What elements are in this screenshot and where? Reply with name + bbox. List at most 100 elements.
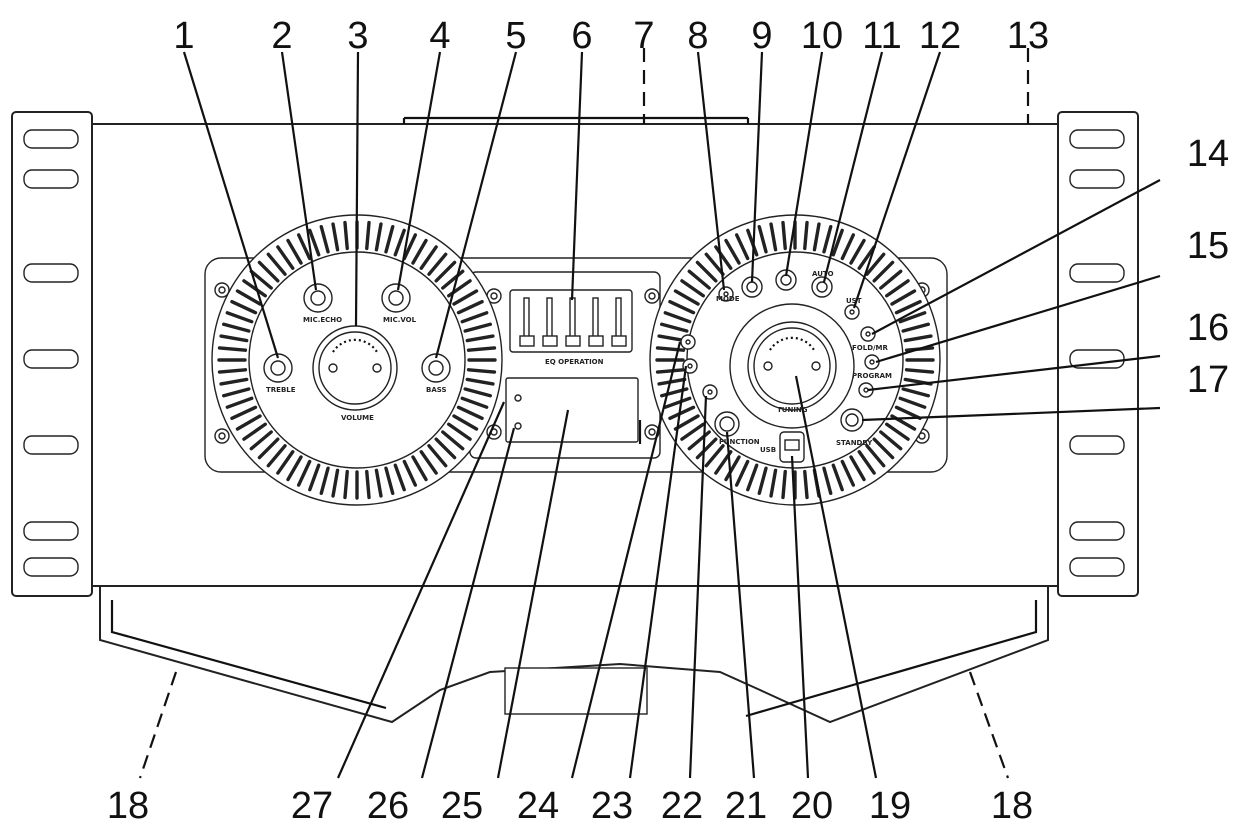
ring-slot: [668, 299, 696, 315]
treble-label: TREBLE: [266, 386, 296, 394]
ring-slot: [849, 238, 866, 265]
leader-line: [875, 274, 1161, 364]
ring-slot: [668, 405, 696, 421]
bottom-trolley: [99, 585, 1049, 724]
eq-slider-knob[interactable]: [519, 335, 535, 347]
ring-slot: [441, 430, 465, 451]
handle-slot: [1069, 129, 1125, 149]
ring-slot: [249, 430, 273, 451]
callout-3: 3: [347, 15, 368, 57]
ring-slot: [657, 334, 687, 343]
leader-line: [396, 51, 442, 291]
leader-line: [354, 51, 360, 327]
fold-label: FOLD/MR: [852, 344, 889, 352]
handle-slot: [23, 169, 79, 189]
eq-sliders[interactable]: [509, 289, 633, 353]
volume-knob[interactable]: [312, 325, 398, 411]
leader-line: [790, 455, 810, 779]
ring-slot: [331, 222, 340, 252]
leader-line: [794, 375, 878, 779]
ring-slot: [219, 377, 249, 386]
ring-slot: [831, 463, 844, 492]
ring-slot: [343, 220, 349, 251]
leader-line: [725, 431, 756, 779]
callout-15: 15: [1187, 225, 1229, 267]
callout-18: 18: [991, 785, 1033, 827]
callout-leaders: [138, 48, 1161, 779]
handle-slot: [23, 435, 79, 455]
standby-label: STANDBY: [836, 439, 873, 447]
ring-slot: [872, 260, 895, 283]
ring-slot: [365, 469, 371, 500]
ring-slot: [849, 455, 866, 482]
callout-2: 2: [271, 15, 292, 57]
ring-slot: [898, 311, 927, 324]
function-label: FUNCTION: [719, 438, 760, 446]
button-9-inner: [746, 281, 758, 293]
callout-22: 22: [661, 785, 703, 827]
ring-slot: [840, 459, 856, 487]
volume-label: VOLUME: [341, 414, 374, 422]
skip-forward-button-inner: [707, 389, 713, 395]
ring-slot: [447, 422, 472, 441]
eq-slider-knob[interactable]: [588, 335, 604, 347]
eq-slider-knob[interactable]: [611, 335, 627, 347]
tuning-knob[interactable]: [729, 303, 855, 429]
mode-label: MODE: [716, 295, 740, 303]
skip-back-button-inner: [687, 363, 693, 369]
ring-slot: [901, 322, 930, 333]
handle-slot: [1069, 521, 1125, 541]
callout-5: 5: [505, 15, 526, 57]
mode-button-inner: [723, 291, 729, 297]
leader-line: [496, 409, 570, 779]
ring-slot: [885, 422, 910, 441]
screw-center: [218, 286, 226, 294]
mic-vol-knob[interactable]: [381, 283, 411, 313]
ring-slot: [441, 269, 465, 290]
leader-line: [434, 51, 518, 359]
ring-slot: [331, 468, 340, 498]
callout-11: 11: [862, 15, 901, 57]
fold-button-inner: [865, 331, 871, 337]
ring-slot: [757, 466, 768, 495]
ring-slot: [840, 233, 856, 261]
ring-slot: [714, 245, 733, 270]
handle-slot: [1069, 263, 1125, 283]
ring-slot: [308, 463, 321, 492]
callout-18: 18: [107, 785, 149, 827]
eq-label: EQ OPERATION: [545, 358, 604, 366]
left-speaker-ring: [211, 214, 503, 506]
tuning-label: TUNING: [777, 406, 808, 414]
dashed-leader: [138, 671, 178, 779]
function-button-inner: [719, 416, 735, 432]
leader-line: [336, 401, 506, 779]
leader-line: [570, 51, 584, 301]
ring-slot: [894, 405, 922, 421]
ring-slot: [402, 459, 418, 487]
ring-slot: [898, 396, 927, 409]
ust-label: UST: [846, 297, 862, 305]
leader-line: [688, 395, 708, 779]
ring-slot: [463, 387, 492, 398]
ring-slot: [865, 252, 886, 276]
treble-knob[interactable]: [263, 353, 293, 383]
ring-slot: [812, 222, 821, 252]
ring-slot: [857, 450, 876, 475]
ring-slot: [465, 377, 495, 386]
ring-slot: [419, 245, 438, 270]
ring-slot: [393, 463, 406, 492]
callout-19: 19: [869, 785, 911, 827]
eq-slider-knob[interactable]: [565, 335, 581, 347]
leader-line: [867, 354, 1161, 392]
leader-line: [280, 51, 318, 291]
ring-slot: [465, 334, 495, 343]
ring-slot: [276, 245, 295, 270]
bass-knob[interactable]: [421, 353, 451, 383]
ring-slot: [904, 368, 935, 374]
ring-slot: [296, 233, 312, 261]
auto-button-inner: [816, 281, 828, 293]
dashed-leader: [968, 671, 1010, 779]
mic-echo-knob[interactable]: [303, 283, 333, 313]
eq-slider-knob[interactable]: [542, 335, 558, 347]
